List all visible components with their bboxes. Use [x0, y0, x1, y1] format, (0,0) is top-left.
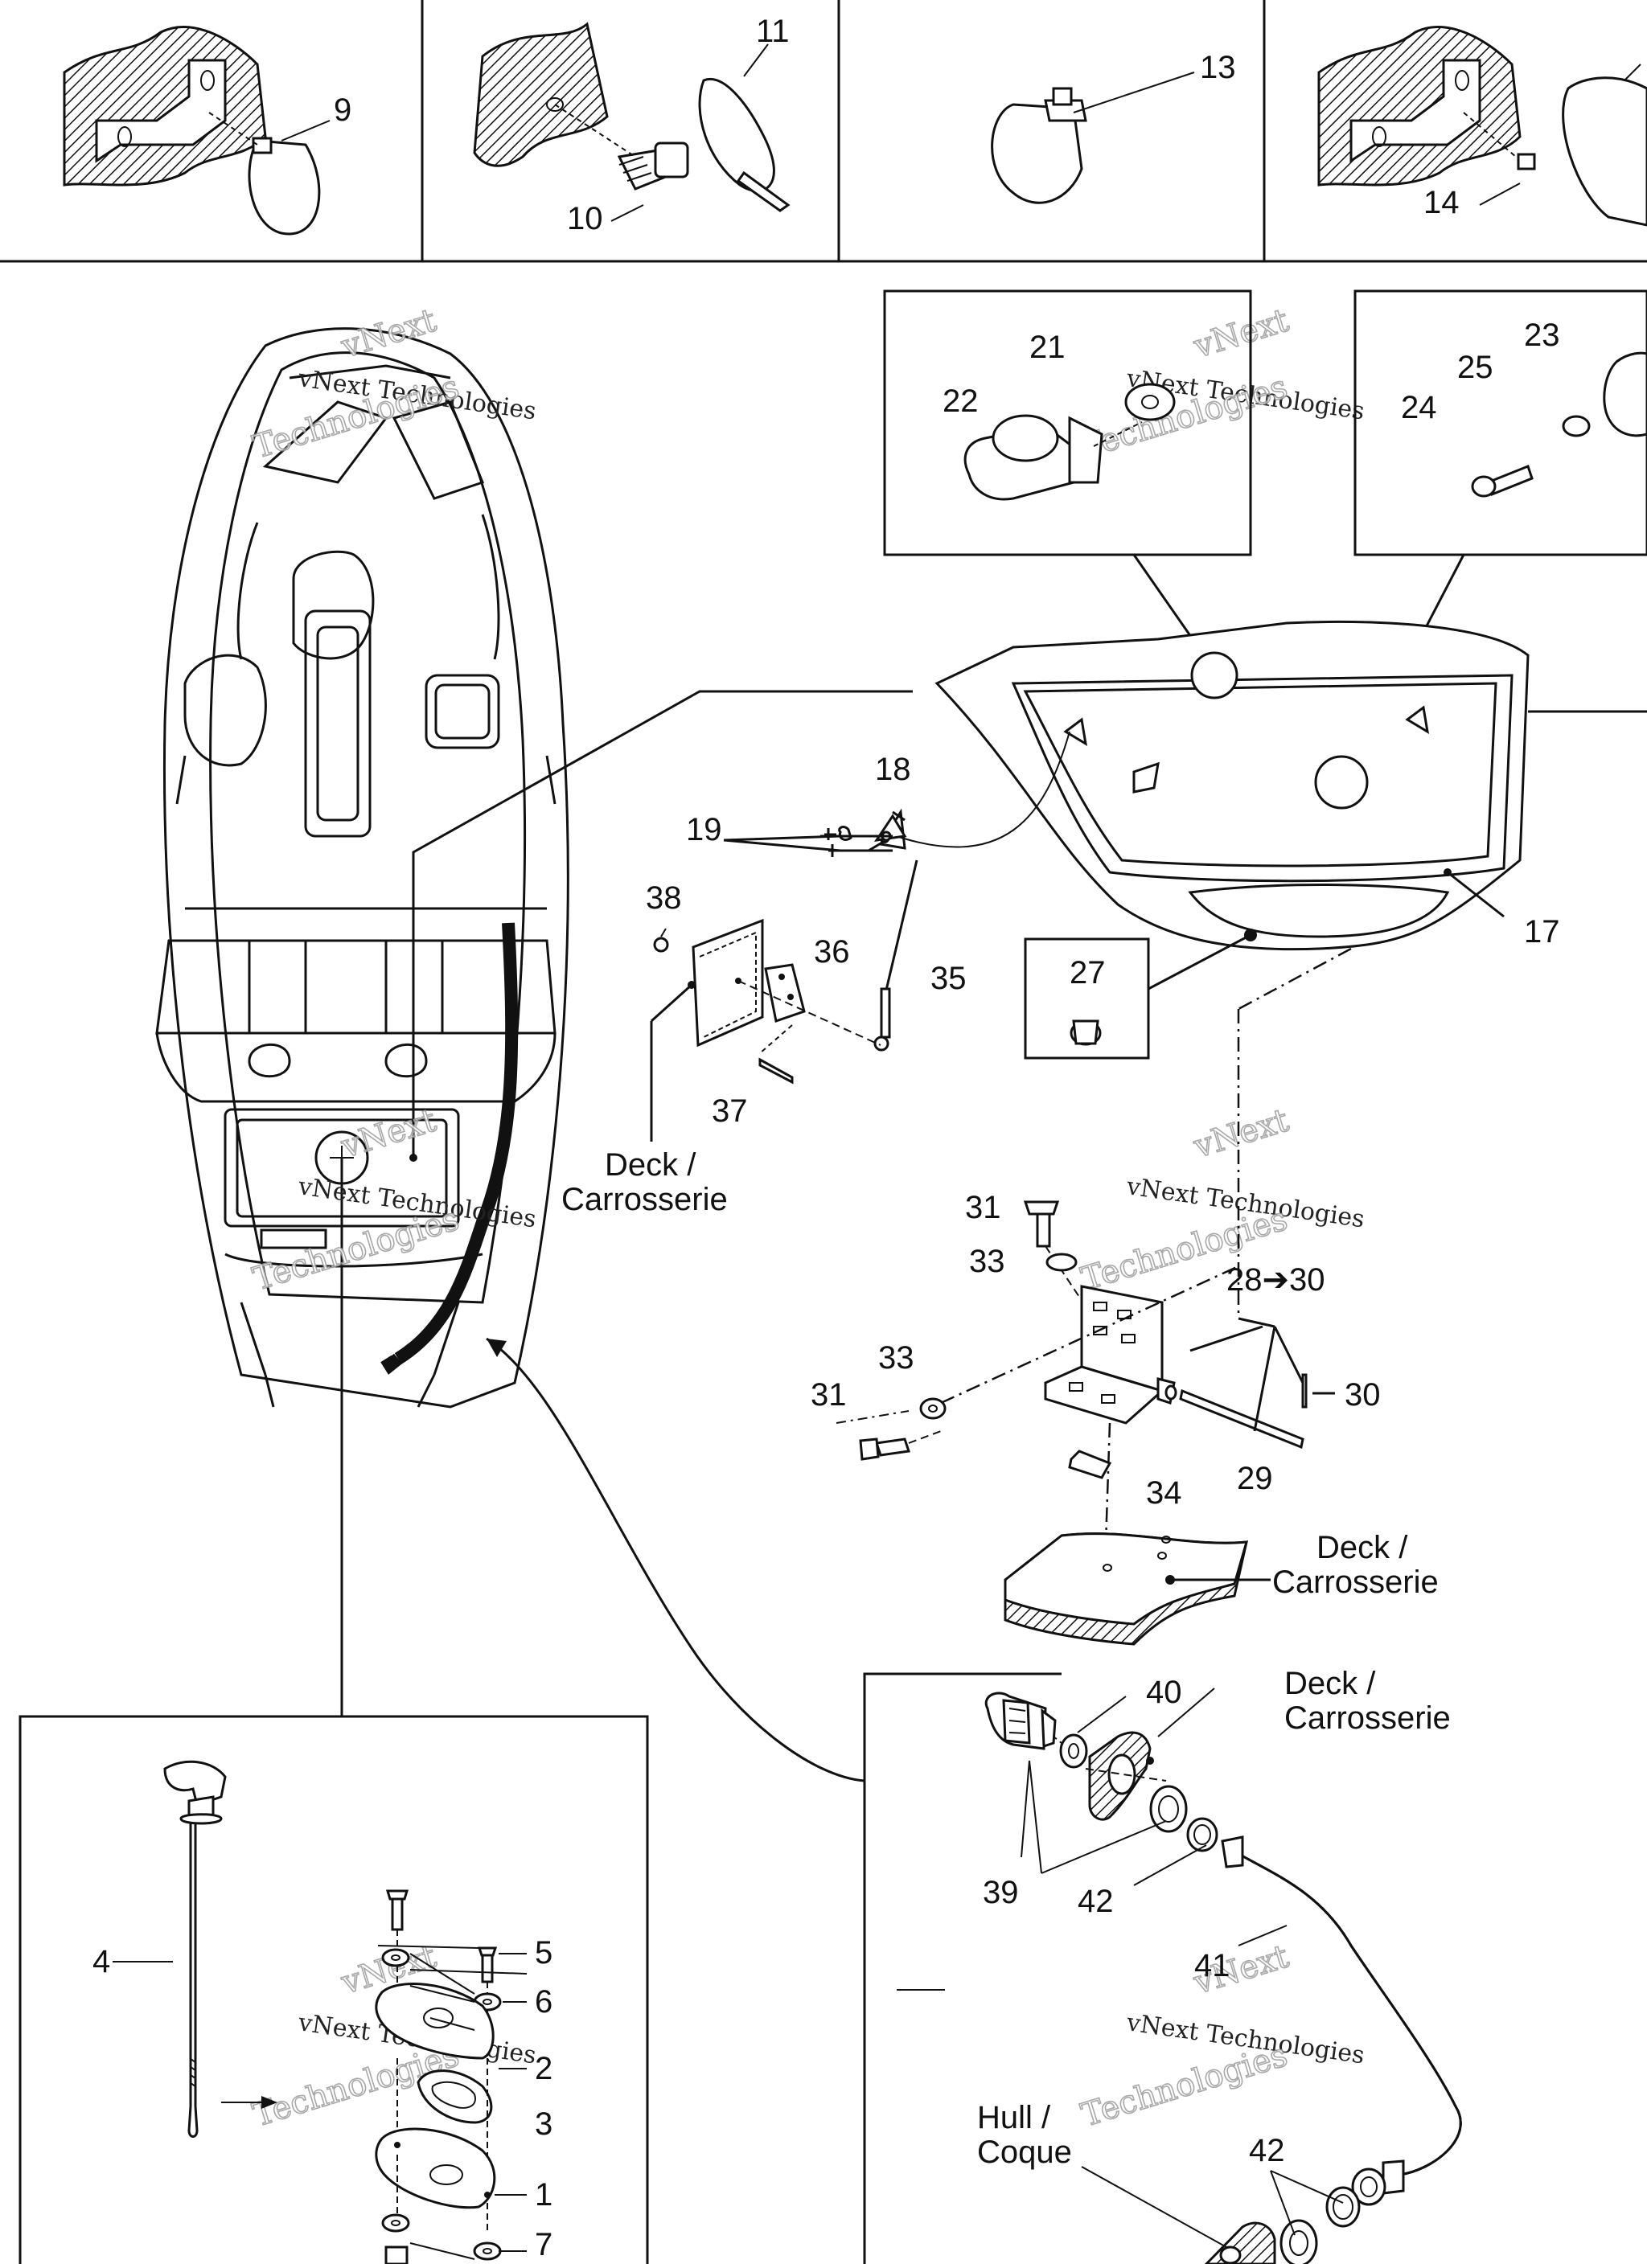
- watermark-word: Technologies: [1077, 2036, 1292, 2134]
- label-part-18: 18: [875, 752, 911, 787]
- panel-clip-10-tie-11: [473, 22, 791, 222]
- overview-leader-lines: [340, 690, 913, 1782]
- storage-cover-assembly: [934, 620, 1647, 951]
- label-part-21: 21: [1029, 330, 1066, 365]
- label-part-38: 38: [646, 880, 682, 916]
- label-part-35: 35: [930, 961, 967, 996]
- panel-tie-wrap-9: [63, 26, 331, 236]
- callout-deck-left-line2: Carrosserie: [561, 1182, 728, 1217]
- label-part-29: 29: [1237, 1461, 1273, 1496]
- label-part-33-top: 33: [969, 1244, 1005, 1279]
- callout-hull-line1: Hull /: [977, 2100, 1051, 2135]
- label-part-4: 4: [92, 1944, 110, 1979]
- watermark-brand: vNext: [337, 1102, 441, 1166]
- label-part-37: 37: [712, 1093, 748, 1129]
- watermark-word: Technologies: [248, 1200, 463, 1298]
- label-part-41: 41: [1194, 1948, 1230, 1983]
- label-part-25: 25: [1457, 350, 1493, 385]
- callout-deck-drain-line2: Carrosserie: [1284, 1700, 1451, 1736]
- watercraft-deck-overview: [155, 327, 569, 1409]
- label-part-31-top: 31: [965, 1190, 1001, 1225]
- panel-clip-14: [1317, 26, 1647, 227]
- label-part-28-30: 28➔30: [1226, 1262, 1325, 1298]
- top-strip-frames: [0, 0, 1647, 263]
- callout-deck-left-line1: Deck /: [605, 1147, 696, 1183]
- panel-tie-13: [991, 72, 1195, 204]
- label-part-22: 22: [943, 383, 979, 419]
- label-part-36: 36: [814, 934, 850, 970]
- watermark-brand: vNext: [1189, 302, 1293, 366]
- lower-left-latch-box: [18, 1715, 649, 2268]
- label-part-39: 39: [983, 1875, 1019, 1910]
- watermark-brand: vNext: [1189, 1102, 1293, 1166]
- label-part-34: 34: [1146, 1475, 1182, 1511]
- label-part-2: 2: [535, 2051, 552, 2086]
- label-part-42-bottom: 42: [1249, 2133, 1285, 2168]
- part-number-labels: 9 11 10 13 14 21 22 23 25 24 18 19 38 36…: [92, 14, 1560, 2262]
- lower-right-drain-box: [863, 1672, 1462, 2267]
- label-part-42-top: 42: [1078, 1884, 1114, 1919]
- label-part-14: 14: [1423, 185, 1460, 220]
- watermark-brand: vNext: [337, 302, 441, 366]
- detail-box-21-22: [883, 289, 1252, 648]
- label-part-33-left: 33: [878, 1340, 914, 1376]
- label-part-19: 19: [686, 812, 722, 847]
- callout-hull-line2: Coque: [977, 2135, 1072, 2170]
- hinge-assembly: [836, 1009, 1335, 1646]
- label-part-9: 9: [334, 92, 351, 128]
- label-part-31-left: 31: [811, 1377, 847, 1413]
- label-part-27: 27: [1070, 955, 1106, 990]
- callout-deck-hinge-line2: Carrosserie: [1272, 1565, 1439, 1600]
- label-part-17: 17: [1524, 914, 1560, 949]
- label-part-5: 5: [535, 1935, 552, 1971]
- label-part-24: 24: [1401, 390, 1437, 425]
- label-part-23: 23: [1524, 318, 1560, 353]
- label-part-13: 13: [1200, 50, 1236, 85]
- label-part-10: 10: [567, 201, 603, 236]
- callout-deck-drain-line1: Deck /: [1284, 1666, 1376, 1701]
- label-part-3: 3: [535, 2106, 552, 2142]
- label-part-1: 1: [535, 2177, 552, 2213]
- material-callouts: Deck / Carrosserie Deck / Carrosserie De…: [561, 1147, 1451, 2170]
- label-part-6: 6: [535, 1984, 552, 2020]
- label-part-40: 40: [1146, 1675, 1182, 1710]
- label-part-30: 30: [1345, 1377, 1381, 1413]
- gas-spring-assembly: [650, 731, 1070, 1142]
- bumper-detail-27: [1024, 933, 1352, 1060]
- label-part-7: 7: [535, 2227, 552, 2262]
- label-part-11: 11: [756, 14, 790, 49]
- callout-deck-hinge-line1: Deck /: [1316, 1530, 1408, 1565]
- watermarks: vNext vNext Technologies Technologies vN…: [248, 301, 1366, 2135]
